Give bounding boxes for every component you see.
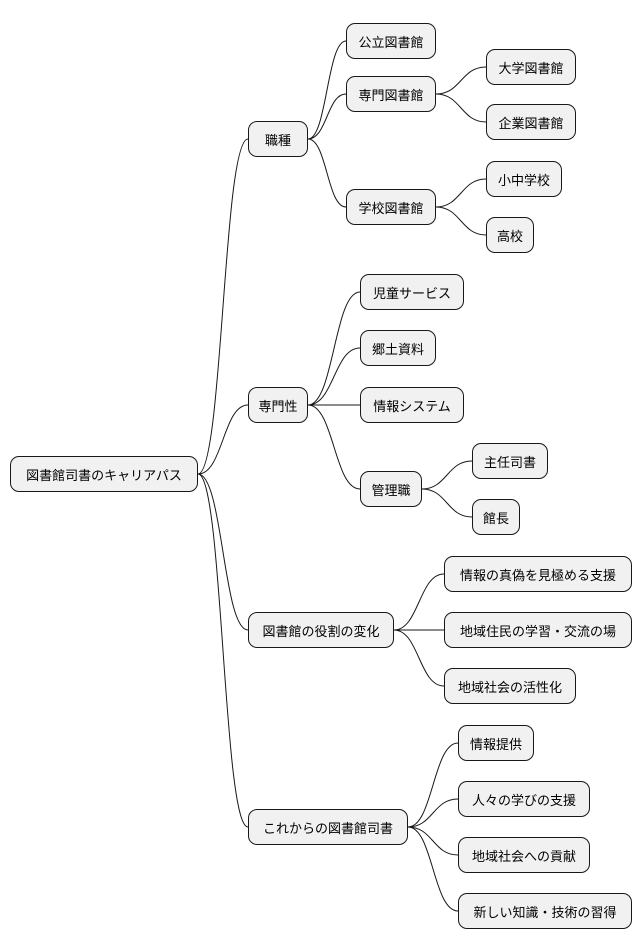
branch-shokushu: 職種 — [248, 121, 308, 157]
edge-senmon-tosho-to-kigyo — [435, 93, 487, 123]
edge-gakko-tosho-to-koko — [435, 206, 487, 236]
leaf-koko: 高校 — [486, 217, 534, 253]
leaf-kancho: 館長 — [472, 499, 520, 535]
edge-root-to-yakuwari — [197, 473, 249, 631]
node-kanrishoku: 管理職 — [360, 471, 422, 507]
edge-korekara-to-koken — [407, 826, 459, 856]
edge-root-to-korekara — [197, 473, 249, 828]
edge-senmon-tosho-to-daigaku — [435, 66, 487, 95]
edge-shokushu-to-koritsu — [307, 40, 347, 140]
edge-shokushu-to-senmon-tosho — [307, 93, 347, 140]
edge-kanrishoku-to-shunin — [421, 460, 473, 490]
edge-senmonsei-to-kyodo — [307, 347, 361, 406]
leaf-gijutsu-shutoku: 新しい知識・技術の習得 — [458, 893, 632, 929]
edge-korekara-to-joho-teikyo — [407, 742, 459, 828]
branch-korekara: これからの図書館司書 — [248, 809, 408, 845]
leaf-koritsu-toshokan: 公立図書館 — [346, 23, 436, 59]
leaf-kyodo-shiryo: 郷土資料 — [360, 330, 436, 366]
edge-root-to-shokushu — [197, 138, 249, 475]
edge-senmonsei-to-kanrishoku — [307, 404, 361, 490]
leaf-joho-system: 情報システム — [360, 387, 464, 423]
edge-shokushu-to-gakko-tosho — [307, 138, 347, 208]
edge-korekara-to-manabi — [407, 798, 459, 828]
edge-root-to-senmonsei — [197, 404, 249, 475]
edge-kanrishoku-to-kancho — [421, 488, 473, 518]
leaf-joho-teikyo: 情報提供 — [458, 725, 534, 761]
edge-yakuwari-to-shingi — [393, 573, 445, 631]
branch-toshokan-yakuwari: 図書館の役割の変化 — [248, 612, 394, 648]
leaf-shunin-shisho: 主任司書 — [472, 443, 548, 479]
leaf-kigyo-toshokan: 企業図書館 — [486, 104, 576, 140]
edge-senmonsei-to-jido — [307, 291, 361, 406]
node-gakko-toshokan: 学校図書館 — [346, 189, 436, 225]
leaf-chiiki-kasseika: 地域社会の活性化 — [444, 668, 576, 704]
branch-senmonsei: 専門性 — [248, 387, 308, 423]
node-senmon-toshokan: 専門図書館 — [346, 76, 436, 112]
edge-yakuwari-to-kasseika — [393, 629, 445, 687]
leaf-daigaku-toshokan: 大学図書館 — [486, 49, 576, 85]
leaf-shingi-shien: 情報の真偽を見極める支援 — [444, 556, 632, 592]
leaf-jido-service: 児童サービス — [360, 274, 464, 310]
leaf-gakushu-koryu: 地域住民の学習・交流の場 — [444, 612, 632, 648]
edge-gakko-tosho-to-shochu — [435, 178, 487, 208]
leaf-manabi-shien: 人々の学びの支援 — [458, 781, 590, 817]
leaf-chiiki-koken: 地域社会への貢献 — [458, 837, 590, 873]
edge-korekara-to-shutoku — [407, 826, 459, 912]
leaf-shochu-gakko: 小中学校 — [486, 161, 562, 197]
root-node: 図書館司書のキャリアパス — [10, 456, 198, 492]
